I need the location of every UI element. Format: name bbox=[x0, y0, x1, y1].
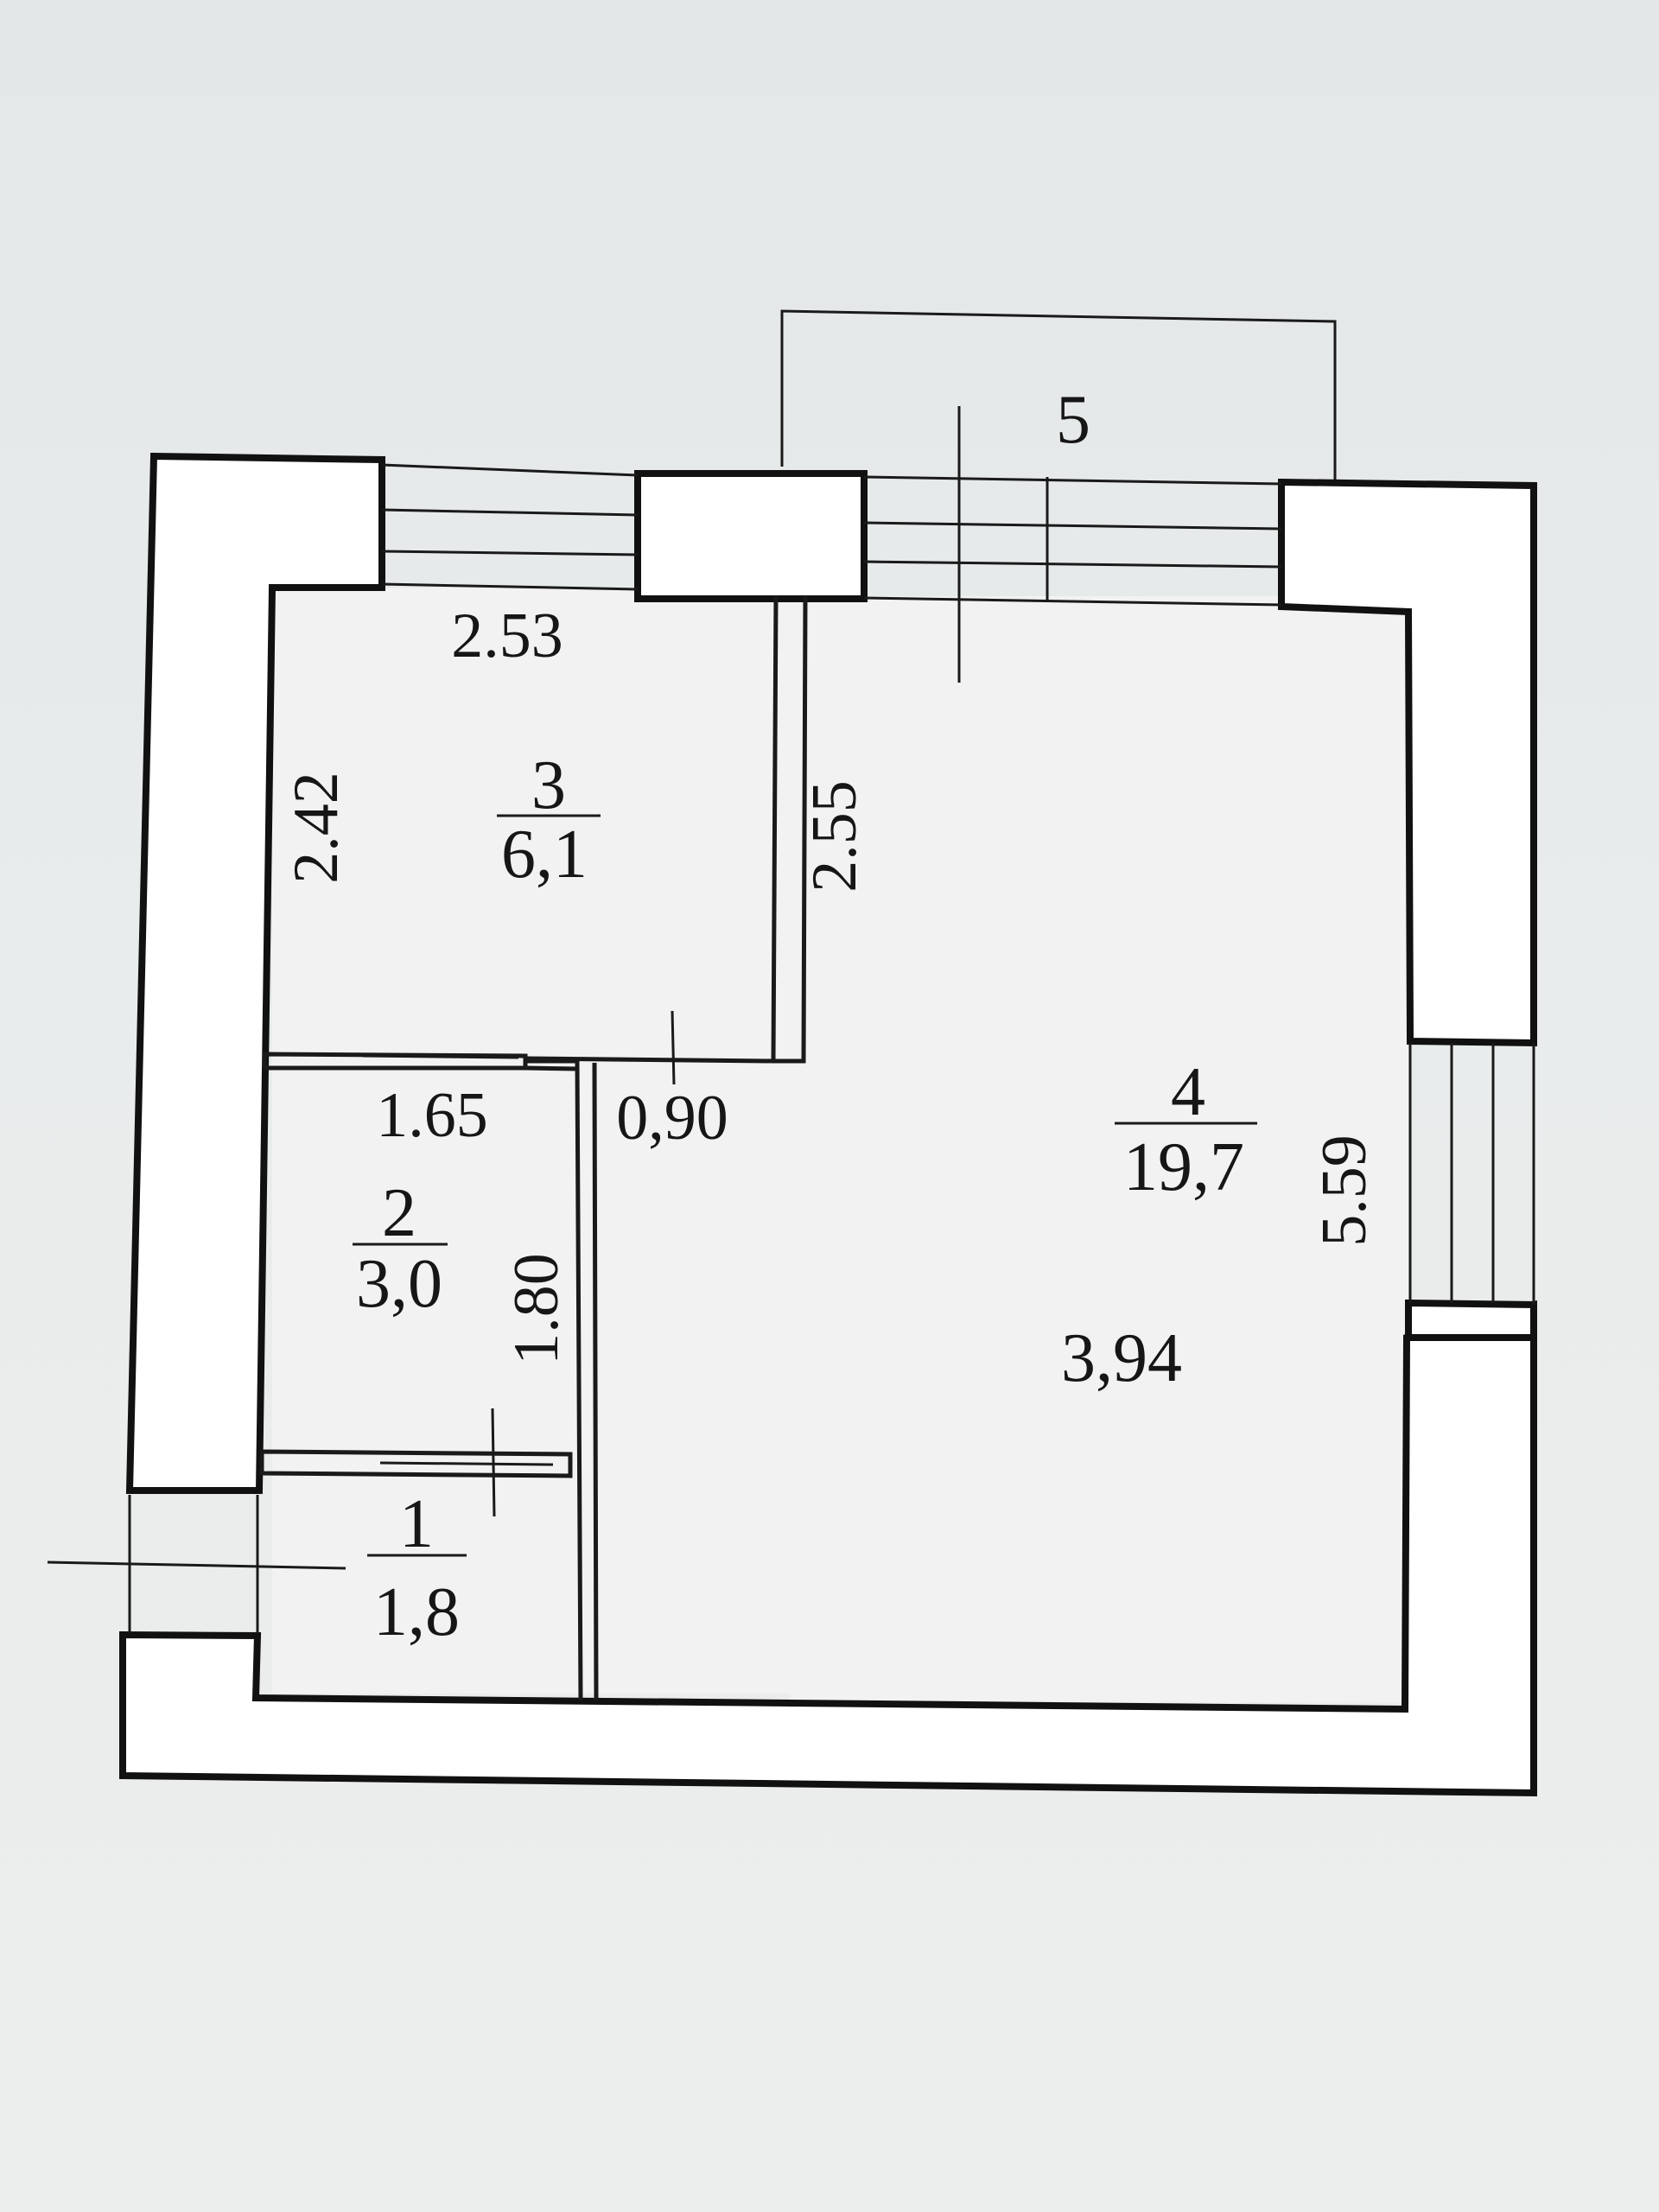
window-top-right bbox=[863, 475, 1282, 607]
room-3-area: 6,1 bbox=[501, 817, 588, 893]
room-1-number: 1 bbox=[399, 1486, 434, 1562]
window-right bbox=[1408, 1043, 1535, 1305]
room-4-label: 4 19,7 bbox=[1115, 1054, 1257, 1205]
room-1-label: 1 1,8 bbox=[367, 1486, 467, 1650]
room-2-label: 2 3,0 bbox=[353, 1175, 448, 1322]
room-3-label: 3 6,1 bbox=[497, 747, 601, 893]
room-2-number: 2 bbox=[382, 1175, 416, 1251]
room-1-area: 1,8 bbox=[373, 1574, 460, 1650]
dim-room2-width: 1.65 bbox=[376, 1080, 488, 1151]
room-5-label: 5 bbox=[1056, 382, 1090, 458]
exterior-walls bbox=[119, 452, 1537, 1797]
window-top-left bbox=[381, 463, 639, 591]
room-4-area: 19,7 bbox=[1123, 1129, 1244, 1205]
dim-room3-partition: 2.55 bbox=[799, 780, 870, 893]
dim-door-width: 0,90 bbox=[616, 1083, 728, 1154]
dim-room3-width: 2.53 bbox=[451, 601, 563, 671]
dim-room4-height: 5.59 bbox=[1309, 1135, 1380, 1247]
section-marks bbox=[47, 406, 961, 1570]
dim-room4-width: 3,94 bbox=[1061, 1320, 1182, 1396]
dim-room3-height: 2.42 bbox=[281, 772, 352, 884]
room-2-area: 3,0 bbox=[356, 1246, 442, 1322]
room-3-number: 3 bbox=[531, 747, 566, 823]
room-floors bbox=[272, 588, 1408, 1702]
dim-room2-height: 1.80 bbox=[501, 1253, 572, 1365]
room-4-number: 4 bbox=[1171, 1054, 1205, 1130]
room-5-number: 5 bbox=[1056, 382, 1090, 458]
balcony-outline bbox=[780, 309, 1337, 480]
interior-partitions bbox=[259, 595, 808, 1701]
